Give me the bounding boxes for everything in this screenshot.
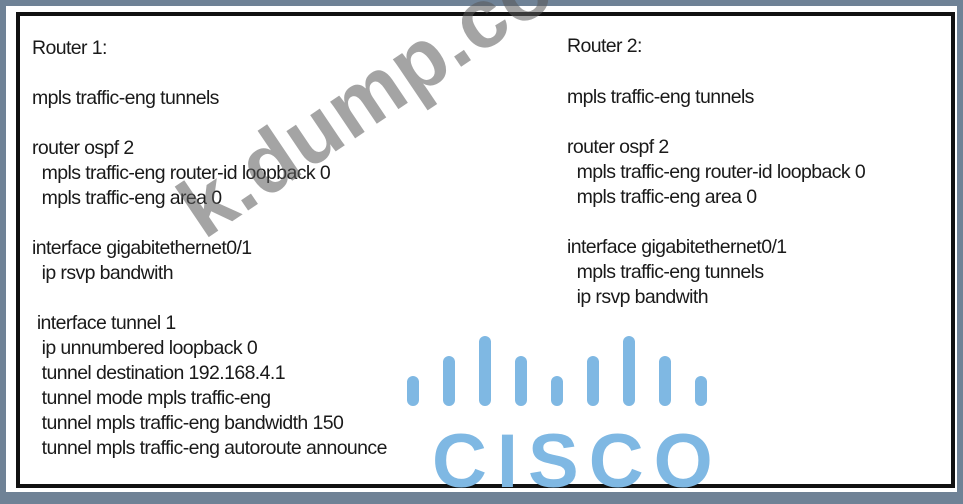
config-line: Router 1:	[32, 37, 107, 59]
config-line: ip rsvp bandwith	[567, 286, 709, 308]
config-line: mpls traffic-eng tunnels	[567, 86, 754, 108]
config-line: mpls traffic-eng area 0	[32, 187, 222, 209]
config-line: ip rsvp bandwith	[32, 262, 174, 284]
logo-bar	[695, 376, 707, 406]
config-line: mpls traffic-eng tunnels	[567, 261, 764, 283]
logo-bar	[587, 356, 599, 406]
config-line: mpls traffic-eng tunnels	[32, 87, 219, 109]
logo-bar	[551, 376, 563, 406]
config-line: router ospf 2	[567, 136, 669, 158]
config-line: mpls traffic-eng router-id loopback 0	[567, 161, 866, 183]
config-line: router ospf 2	[32, 137, 134, 159]
logo-bar	[479, 336, 491, 406]
config-line: tunnel mpls traffic-eng autoroute announ…	[32, 437, 388, 459]
logo-bar	[515, 356, 527, 406]
config-line: ip unnumbered loopback 0	[32, 337, 258, 359]
config-line: tunnel destination 192.168.4.1	[32, 362, 286, 384]
config-line: interface gigabitethernet0/1	[567, 236, 787, 258]
config-line: interface tunnel 1	[32, 312, 176, 334]
config-line: tunnel mode mpls traffic-eng	[32, 387, 272, 409]
config-line: Router 2:	[567, 35, 642, 57]
config-line: tunnel mpls traffic-eng bandwidth 150	[32, 412, 344, 434]
logo-bar	[659, 356, 671, 406]
logo-bar	[623, 336, 635, 406]
config-line: mpls traffic-eng area 0	[567, 186, 757, 208]
config-line: mpls traffic-eng router-id loopback 0	[32, 162, 331, 184]
cisco-wordmark: CISCO	[432, 419, 723, 504]
config-panel	[16, 12, 955, 488]
logo-bar	[443, 356, 455, 406]
config-line: interface gigabitethernet0/1	[32, 237, 252, 259]
logo-bar	[407, 376, 419, 406]
